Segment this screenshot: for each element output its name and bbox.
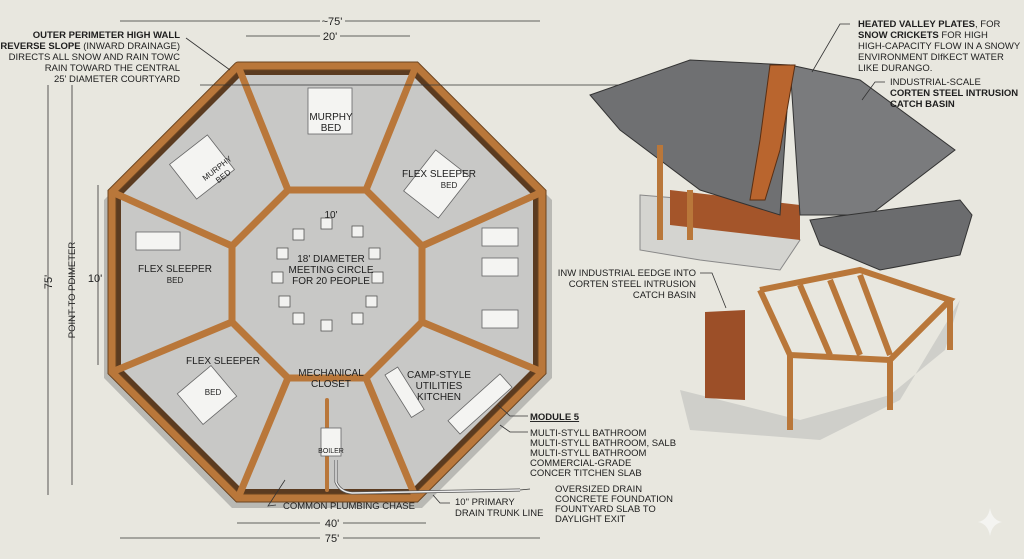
svg-text:LIKE DURANGO.: LIKE DURANGO. (858, 63, 932, 74)
boiler-label: BOILER (318, 448, 344, 455)
svg-text:COMMERCIAL-GRADE: COMMERCIAL-GRADE (530, 458, 631, 469)
callout-heated-valley: HEATED VALLEY PLATES, FOR SNOW CRICKETS … (811, 19, 1021, 74)
bunk-right-1 (481, 227, 519, 247)
boiler (320, 427, 342, 457)
svg-text:ENVIRONMENT DIfKECT WATER: ENVIRONMENT DIfKECT WATER (858, 52, 1004, 63)
pergola-frame (657, 145, 956, 430)
svg-text:SNOW CRICKETS FOR HIGH: SNOW CRICKETS FOR HIGH (858, 30, 988, 41)
svg-text:CORTEN STEEL INTRUSION: CORTEN STEEL INTRUSION (569, 279, 696, 290)
dim-bottom-inner: 40' (325, 518, 339, 530)
corten-ledge (705, 310, 745, 400)
dim-bottom-overall: 75' (325, 533, 339, 545)
svg-text:COMMON PLUMBING CHASE: COMMON PLUMBING CHASE (283, 501, 415, 512)
kitchen-counter (447, 373, 513, 435)
heated-valley-plate (749, 64, 796, 201)
flex-bed-lower (176, 364, 238, 426)
room-label-flex-lower-bed: BED (205, 388, 222, 397)
svg-text:DAYLIGHT EXIT: DAYLIGHT EXIT (555, 514, 626, 525)
svg-text:INDUSTRIAL-SCALE: INDUSTRIAL-SCALE (890, 77, 981, 88)
sparkle-icon (978, 508, 1002, 536)
svg-text:MODULE 5: MODULE 5 (530, 412, 580, 423)
svg-text:MULTI-STYLL BATHROOM, SALB: MULTI-STYLL BATHROOM, SALB (530, 438, 676, 449)
svg-text:HEATED VALLEY PLATES, FOR: HEATED VALLEY PLATES, FOR (858, 19, 1000, 30)
meeting-chairs (271, 217, 384, 332)
callout-outer-wall: OUTER PERIMETER HIGH WALL REVERSE SLOPE … (0, 30, 231, 85)
svg-text:INW INDUSTRIAL EEDGE INTO: INW INDUSTRIAL EEDGE INTO (558, 268, 696, 279)
room-label-flex-lower: FLEX SLEEPER (186, 356, 260, 367)
svg-text:FOUNTYARD SLAB TO: FOUNTYARD SLAB TO (555, 504, 656, 515)
svg-text:HIGH-CAPACITY FLOW IN A SNOWY: HIGH-CAPACITY FLOW IN A SNOWY (858, 41, 1021, 52)
callout-drain: OVERSIZED DRAIN CONCRETE FOUNDATION FOUN… (519, 484, 673, 525)
callout-module: MODULE 5 MULTI-STYLL BATHROOM MULTI-STYL… (497, 404, 676, 479)
isometric-view (589, 59, 973, 440)
dim-left-label: POINT-TO PDIMETER (67, 242, 78, 339)
callout-plumbing: COMMON PLUMBING CHASE (267, 479, 415, 512)
svg-text:10" PRIMARY: 10" PRIMARY (455, 497, 515, 508)
svg-text:25' DIAMETER COURTYARD: 25' DIAMETER COURTYARD (54, 74, 180, 85)
dim-left-overall: 75' (43, 275, 55, 289)
bunk-right-2 (481, 257, 519, 277)
dim-top-side: 20' (323, 31, 337, 43)
furniture (135, 87, 519, 457)
svg-text:MULTI-STYLL BATHROOM: MULTI-STYLL BATHROOM (530, 428, 647, 439)
svg-text:CORTEN STEEL INTRUSION: CORTEN STEEL INTRUSION (890, 88, 1018, 99)
svg-text:CONCER TITCHEN SLAB: CONCER TITCHEN SLAB (530, 468, 642, 479)
svg-text:RAIN TOWARD THE CENTRAL: RAIN TOWARD THE CENTRAL (45, 63, 180, 74)
bunk-right-3 (481, 309, 519, 329)
callout-trunk: 10" PRIMARY DRAIN TRUNK LINE (432, 494, 544, 519)
roof-right (789, 64, 956, 216)
roof-left (589, 59, 791, 216)
murphy-bed-left (168, 134, 236, 200)
timber-beams (107, 61, 547, 503)
callout-corten-basin: INDUSTRIAL-SCALE CORTEN STEEL INTRUSION … (861, 77, 1018, 110)
bunk-left (135, 231, 181, 251)
svg-text:CATCH BASIN: CATCH BASIN (890, 99, 955, 110)
center-dimension: 10' (324, 210, 337, 221)
svg-text:DIRECTS ALL SNOW AND RAIN TOWC: DIRECTS ALL SNOW AND RAIN TOWC (9, 52, 181, 63)
flex-bed-right (403, 149, 471, 219)
svg-text:REVERSE SLOPE (INWARD DRAINAGE: REVERSE SLOPE (INWARD DRAINAGE) (0, 41, 180, 52)
dimension-lines (47, 20, 650, 539)
svg-text:CONCRETE FOUNDATION: CONCRETE FOUNDATION (555, 494, 673, 505)
svg-text:CATCH BASIN: CATCH BASIN (633, 290, 696, 301)
dim-top-overall: ~75' (322, 16, 343, 28)
kitchen-island (384, 366, 425, 418)
dim-left-inner: 10' (88, 273, 102, 285)
callout-ledge: INW INDUSTRIAL EEDGE INTO CORTEN STEEL I… (558, 268, 727, 309)
svg-text:DRAIN TRUNK LINE: DRAIN TRUNK LINE (455, 508, 544, 519)
roof-lower (809, 199, 973, 271)
murphy-bed-top (307, 87, 353, 135)
svg-text:OUTER PERIMETER HIGH WALL: OUTER PERIMETER HIGH WALL (33, 30, 180, 41)
svg-text:MULTI-STYLL BATHROOM: MULTI-STYLL BATHROOM (530, 448, 647, 459)
svg-text:OVERSIZED DRAIN: OVERSIZED DRAIN (555, 484, 642, 495)
